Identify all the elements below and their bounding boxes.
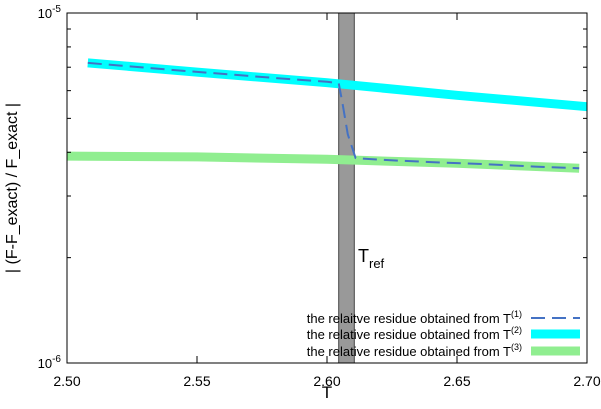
legend-label-3: the relative residue obtained from T(3) xyxy=(307,342,522,359)
y-tick-label: 10-5 xyxy=(38,4,62,21)
x-tick-label: 2.65 xyxy=(443,373,470,389)
plot-area: 2.50 2.55 2.60 2.65 2.70 10-5 10-6 Tref the rela… xyxy=(38,4,601,389)
series-line-3 xyxy=(66,151,580,173)
x-axis-label: T xyxy=(322,383,332,402)
x-tick-label: 2.60 xyxy=(313,373,340,389)
y-tick-label: 10-6 xyxy=(38,354,62,371)
x-tick-label: 2.50 xyxy=(53,373,80,389)
y-axis-label: | (F-F_exact) / F_exact | xyxy=(4,103,21,273)
x-tick-label: 2.70 xyxy=(573,373,600,389)
tref-annotation: Tref xyxy=(358,246,385,271)
legend-label-1: the relaitve residue obtained from T(1) xyxy=(307,309,522,326)
x-tick-label: 2.55 xyxy=(183,373,210,389)
legend-label-2: the relative residue obtained from T(2) xyxy=(307,325,522,342)
